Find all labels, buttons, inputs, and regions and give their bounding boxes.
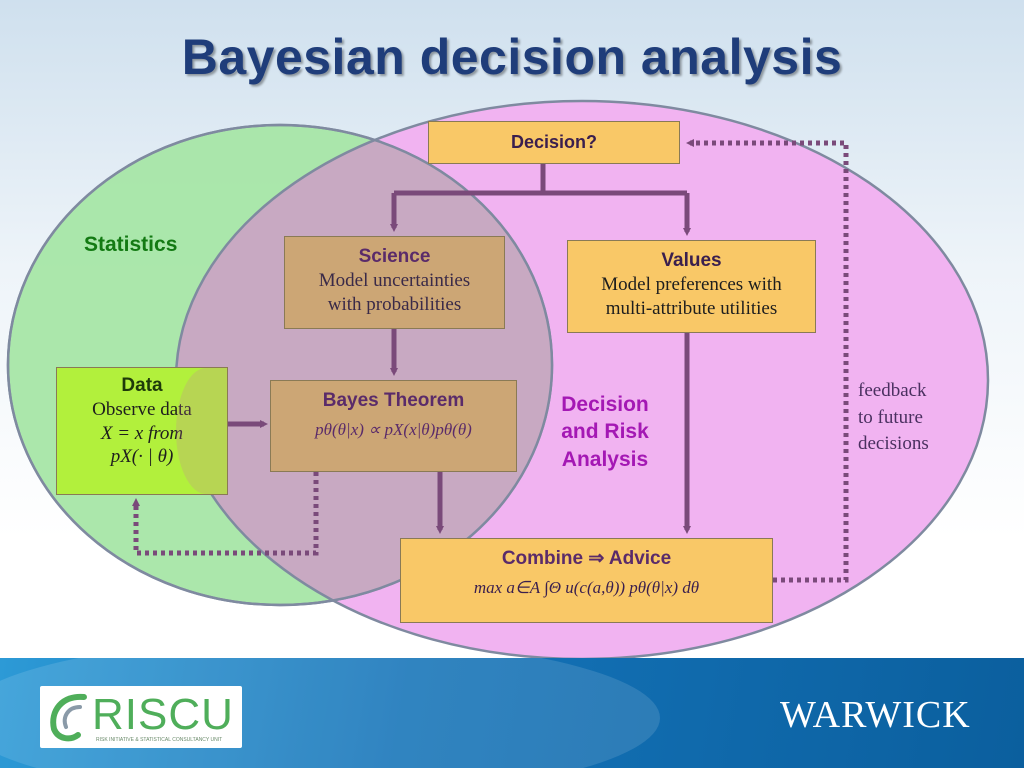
science-box-line-2: with probabilities bbox=[327, 293, 462, 315]
statistics-label: Statistics bbox=[84, 233, 178, 256]
values-box-line-1: Model preferences with bbox=[601, 273, 782, 295]
data-box-line-1: Observe data bbox=[92, 398, 192, 420]
combine-box: Combine ⇒ Advice max a∈A ∫Θ u(c(a,θ)) pθ… bbox=[400, 538, 773, 623]
decision-risk-label-line-2: and Risk bbox=[561, 420, 649, 444]
combine-box-head: Combine ⇒ Advice bbox=[501, 548, 672, 569]
feedback-line-2: to future bbox=[858, 406, 923, 428]
feedback-loop-data bbox=[132, 472, 319, 556]
riscu-swirl-icon bbox=[50, 693, 87, 742]
decision-risk-label-line-1: Decision bbox=[561, 393, 649, 416]
bayes-box-head: Bayes Theorem bbox=[322, 390, 465, 411]
values-box-line-2: multi-attribute utilities bbox=[605, 297, 778, 319]
science-box-head: Science bbox=[358, 246, 431, 267]
data-box-line-2: X = x from bbox=[100, 422, 184, 444]
decision-risk-label: Decision and Risk Analysis bbox=[545, 391, 665, 473]
bayes-formula: pθ(θ|x) ∝ pX(x|θ)pθ(θ) bbox=[315, 419, 472, 439]
science-box: Science Model uncertainties with probabi… bbox=[284, 236, 505, 329]
feedback-loop-right bbox=[686, 139, 849, 583]
slide-title: Bayesian decision analysis bbox=[181, 29, 843, 85]
riscu-wordmark: RISCU bbox=[92, 690, 234, 739]
bayes-box: Bayes Theorem pθ(θ|x) ∝ pX(x|θ)pθ(θ) bbox=[270, 380, 517, 472]
data-box-line-3: pX(· | θ) bbox=[110, 446, 174, 468]
feedback-line-3: decisions bbox=[858, 433, 929, 455]
statistics-circle-outline bbox=[6, 123, 554, 607]
data-box: Data Observe data X = x from pX(· | θ) bbox=[56, 367, 228, 495]
decision-risk-label-line-3: Analysis bbox=[561, 447, 649, 471]
data-box-head: Data bbox=[121, 375, 163, 396]
warwick-wordmark: WARWICK bbox=[780, 694, 971, 736]
feedback-note: feedback to future decisions bbox=[858, 378, 968, 458]
decision-box: Decision? bbox=[428, 121, 680, 164]
decision-box-head: Decision? bbox=[510, 132, 598, 152]
science-box-line-1: Model uncertainties bbox=[318, 269, 471, 291]
combine-formula: max a∈A ∫Θ u(c(a,θ)) pθ(θ|x) dθ bbox=[473, 577, 700, 597]
data-box-overlap-tint bbox=[176, 368, 227, 494]
riscu-logo: RISCU RISK INITIATIVE & STATISTICAL CONS… bbox=[40, 686, 242, 748]
values-box: Values Model preferences with multi-attr… bbox=[567, 240, 816, 333]
riscu-tagline: RISK INITIATIVE & STATISTICAL CONSULTANC… bbox=[96, 737, 223, 743]
feedback-line-1: feedback bbox=[858, 380, 927, 401]
values-box-head: Values bbox=[661, 250, 722, 271]
